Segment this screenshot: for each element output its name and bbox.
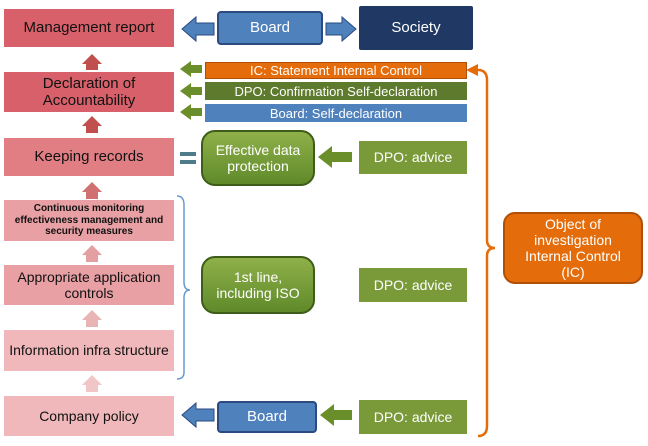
- continuous-monitoring-box: Continuous monitoring effectiveness mana…: [4, 200, 174, 241]
- equals-bar-bottom: [180, 160, 196, 164]
- dpo-confirmation-bar: DPO: Confirmation Self-declaration: [205, 82, 467, 100]
- board-bottom-box: Board: [217, 401, 317, 433]
- declaration-box: Declaration of Accountability: [4, 72, 174, 112]
- up-arrow-1: [82, 54, 102, 70]
- management-report-box: Management report: [4, 9, 174, 47]
- orange-arrowhead-icon: [466, 64, 478, 76]
- board-top-box: Board: [217, 11, 323, 45]
- up-arrow-3: [82, 182, 102, 199]
- application-controls-box: Appropriate application controls: [4, 265, 174, 305]
- up-arrow-4: [82, 245, 102, 262]
- arrow-board-to-policy-icon: [181, 401, 215, 429]
- company-policy-box: Company policy: [4, 396, 174, 436]
- dpo-advice-box-3: DPO: advice: [359, 400, 467, 434]
- society-box: Society: [359, 6, 473, 50]
- dpo-advice-box-2: DPO: advice: [359, 268, 467, 302]
- arrow-dpo-to-declaration-icon: [180, 83, 202, 99]
- arrow-board-to-society-icon: [325, 15, 357, 43]
- object-of-investigation-box: Object of investigation Internal Control…: [503, 212, 643, 284]
- effective-data-protection-box: Effective data protection: [201, 130, 315, 186]
- up-arrow-2: [82, 116, 102, 133]
- bracket-brace: [176, 195, 191, 380]
- board-self-declaration-bar: Board: Self-declaration: [205, 104, 467, 122]
- equals-bar-top: [180, 152, 196, 156]
- up-arrow-5: [82, 310, 102, 327]
- arrow-advice3-icon: [320, 404, 352, 426]
- keeping-records-box: Keeping records: [4, 138, 174, 176]
- ic-statement-bar: IC: Statement Internal Control: [205, 62, 467, 79]
- orange-bracket: [477, 68, 496, 438]
- infra-structure-box: Information infra structure: [4, 330, 174, 371]
- arrow-board-to-report-icon: [181, 15, 215, 43]
- arrow-board-self-to-declaration-icon: [180, 104, 202, 120]
- arrow-advice1-icon: [318, 146, 352, 168]
- first-line-box: 1st line, including ISO: [201, 256, 315, 314]
- dpo-advice-box-1: DPO: advice: [359, 141, 467, 174]
- up-arrow-6: [82, 375, 102, 392]
- up-arrows: [82, 54, 102, 392]
- arrow-ic-to-declaration-icon: [180, 61, 202, 77]
